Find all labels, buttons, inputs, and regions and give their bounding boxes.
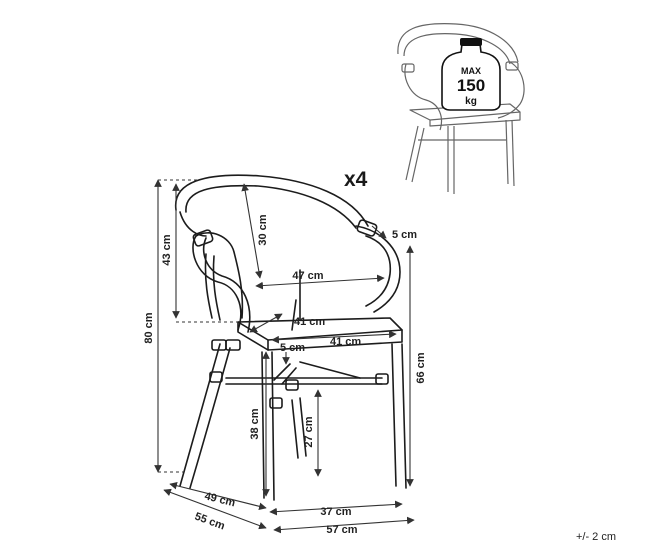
max-load-label: MAX [461, 66, 481, 76]
chair-illustration [175, 174, 407, 501]
dim-overall-height: 80 cm [143, 312, 155, 343]
dim-arm-height: 66 cm [415, 352, 427, 383]
dim-backrest-height: 30 cm [257, 214, 269, 245]
dim-overall-depth: 55 cm [193, 511, 227, 533]
max-load-value: 150 [457, 76, 485, 95]
dim-overall-width: 57 cm [326, 524, 357, 536]
tolerance-note: +/- 2 cm [576, 531, 616, 543]
dimension-lines [154, 179, 415, 534]
dim-seat-width: 41 cm [330, 336, 361, 348]
max-load-weight-icon: MAX 150 kg [441, 38, 501, 111]
dim-base-width: 37 cm [320, 506, 351, 518]
dimension-labels: 80 cm 43 cm 30 cm 5 cm 47 cm 41 cm 41 cm… [143, 214, 427, 536]
max-load-unit: kg [465, 96, 477, 107]
dim-leg-clearance: 27 cm [303, 416, 315, 447]
quantity-label: x4 [344, 168, 368, 191]
dim-inner-width: 47 cm [292, 270, 323, 282]
dim-seat-thickness: 5 cm [280, 342, 305, 354]
dim-back-height: 43 cm [161, 234, 173, 265]
dim-seat-depth: 41 cm [294, 316, 325, 328]
dim-seat-height: 38 cm [249, 408, 261, 439]
dim-armrest-width: 5 cm [392, 229, 417, 241]
reference-chair-illustration [397, 23, 525, 194]
